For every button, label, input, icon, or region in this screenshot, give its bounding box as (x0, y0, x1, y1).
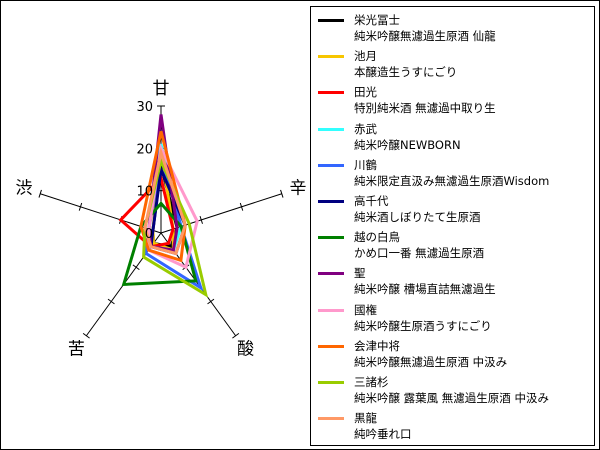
legend-swatch (318, 127, 344, 131)
legend-item: 國権純米吟醸生原酒うすにごり (311, 301, 594, 334)
tick-label: 30 (136, 100, 153, 115)
axis-tick (239, 202, 244, 211)
axis-tick (82, 332, 90, 339)
legend-item: 高千代純米酒しぼりたて生原酒 (311, 192, 594, 225)
legend-label: 高千代 (354, 194, 389, 208)
legend-item: 聖純米吟醸 槽場直詰無濾過生 (311, 264, 594, 297)
tick-label: 0 (145, 227, 153, 242)
legend-swatch (318, 417, 344, 421)
axis-tick (280, 189, 284, 198)
axis-label-1: 辛 (289, 179, 306, 199)
axis-label-3: 苦 (68, 339, 85, 359)
tick-label: 20 (136, 142, 153, 157)
legend-sublabel: 純吟垂れ口 (354, 427, 412, 442)
legend-sublabel: 純米吟醸生原酒うすにごり (354, 318, 492, 333)
legend-swatch (318, 381, 344, 384)
axis-label-0: 甘 (153, 79, 170, 99)
legend-item: 三諸杉純米吟醸 露葉風 無濾過生原酒 中汲み (311, 373, 594, 406)
legend-sublabel: 純米限定直汲み無濾過生原酒Wisdom (354, 173, 550, 188)
axis-tick (78, 202, 83, 211)
legend-item: 栄光冨士純米吟醸無濾過生原酒 仙龍 (311, 11, 594, 44)
tick-label: 10 (136, 185, 153, 200)
legend-sublabel: 純米吟醸無濾過生原酒 仙龍 (354, 29, 496, 43)
axis-tick (199, 215, 203, 224)
axis-label-4: 渋 (16, 179, 33, 199)
legend-item: 川鶴純米限定直汲み無濾過生原酒Wisdom (311, 156, 594, 189)
legend-swatch (318, 344, 344, 348)
legend-swatch (318, 308, 344, 312)
legend-sublabel: 純米吟醸 槽場直詰無濾過生 (354, 282, 496, 297)
legend-sublabel: 純米吟醸NEWBORN (354, 137, 461, 152)
legend-label: 國権 (354, 302, 377, 317)
series-line-11 (143, 146, 187, 256)
legend-label: 田光 (354, 85, 377, 100)
axis-tick (132, 264, 140, 271)
legend-label: 赤武 (354, 121, 377, 136)
axis-tick (38, 189, 42, 198)
axis-tick (107, 298, 115, 305)
legend-sublabel: 純米吟醸無濾過生原酒 中汲み (354, 354, 508, 369)
series-line-8 (147, 143, 199, 270)
legend-swatch (318, 236, 344, 240)
legend: 栄光冨士純米吟醸無濾過生原酒 仙龍池月本醸造生うすにごり田光特別純米酒 無濾過中… (310, 6, 595, 446)
legend-item: 会津中将純米吟醸無濾過生原酒 中汲み (311, 337, 594, 370)
legend-item: 赤武純米吟醸NEWBORN (311, 120, 594, 153)
series-line-2 (118, 174, 175, 249)
legend-label: 越の白鳥 (354, 230, 400, 245)
legend-label: 三諸杉 (354, 375, 389, 389)
legend-item: 田光特別純米酒 無濾過中取り生 (311, 83, 594, 116)
legend-sublabel: 特別純米酒 無濾過中取り生 (354, 101, 496, 116)
radar-series (118, 114, 209, 298)
legend-label: 栄光冨士 (354, 13, 400, 27)
legend-item: 越の白鳥かめ口一番 無濾過生原酒 (311, 228, 594, 261)
legend-swatch (318, 272, 344, 276)
axis-tick (207, 298, 215, 305)
legend-label: 聖 (354, 266, 366, 281)
legend-label: 黒龍 (354, 411, 377, 426)
legend-swatch (318, 55, 344, 59)
legend-swatch (318, 91, 344, 95)
axis-label-2: 酸 (237, 339, 254, 359)
legend-sublabel: 純米吟醸 露葉風 無濾過生原酒 中汲み (354, 391, 549, 405)
legend-label: 会津中将 (354, 338, 400, 353)
legend-swatch (318, 19, 344, 22)
legend-label: 川鶴 (354, 157, 377, 172)
legend-swatch (318, 163, 344, 167)
legend-label: 池月 (354, 49, 377, 64)
radar-axes (38, 105, 284, 339)
legend-item: 黒龍純吟垂れ口 (311, 409, 594, 442)
axis-tick (232, 332, 240, 339)
legend-swatch (318, 200, 344, 203)
legend-sublabel: 純米酒しぼりたて生原酒 (354, 210, 481, 224)
legend-item: 池月本醸造生うすにごり (311, 47, 594, 80)
legend-sublabel: かめ口一番 無濾過生原酒 (354, 246, 485, 261)
legend-sublabel: 本醸造生うすにごり (354, 65, 458, 80)
